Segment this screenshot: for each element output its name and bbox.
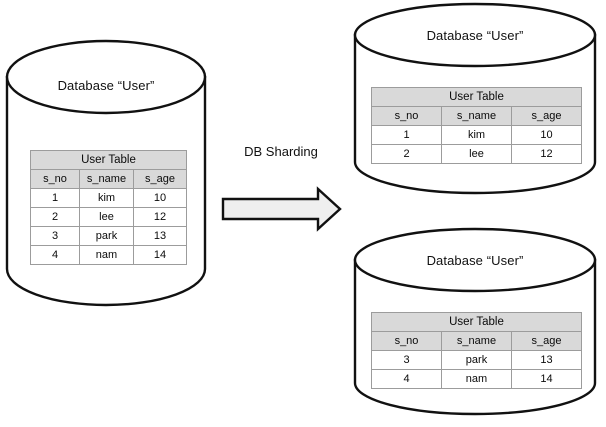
cell-s-name: park: [79, 226, 134, 246]
cell-s-name: nam: [441, 369, 512, 389]
cell-s-no: 4: [30, 245, 80, 265]
cell-s-name: lee: [441, 144, 512, 164]
source-database-table: User Table s_no s_name s_age 1 kim 10 2 …: [29, 150, 188, 265]
column-header-s-name: s_name: [79, 169, 134, 189]
table-title: User Table: [370, 87, 583, 107]
cell-s-no: 2: [30, 207, 80, 227]
table-title: User Table: [370, 312, 583, 332]
table-header-row: s_no s_name s_age: [371, 106, 583, 126]
source-database-label: Database “User”: [57, 78, 155, 93]
cell-s-no: 4: [371, 369, 442, 389]
table-row: 3 park 13: [371, 350, 583, 370]
table-row: 2 lee 12: [371, 144, 583, 164]
cell-s-age: 10: [132, 188, 188, 208]
table-row: 1 kim 10: [371, 125, 583, 145]
table-row: 3 park 13: [30, 226, 188, 246]
table-title-row: User Table: [370, 87, 583, 107]
db-sharding-label: DB Sharding: [244, 144, 318, 159]
cell-s-age: 12: [132, 207, 188, 227]
shard-top-database-label: Database “User”: [426, 28, 524, 43]
column-header-s-age: s_age: [132, 169, 188, 189]
cell-s-age: 13: [510, 350, 583, 370]
cylinder-top-ellipse: [353, 2, 597, 68]
cell-s-name: kim: [79, 188, 134, 208]
column-header-s-no: s_no: [371, 331, 442, 351]
right-arrow-icon: [221, 186, 342, 232]
cell-s-no: 3: [30, 226, 80, 246]
cell-s-age: 14: [510, 369, 583, 389]
arrow-shape: [221, 186, 342, 232]
column-header-s-name: s_name: [441, 331, 512, 351]
table-title-row: User Table: [29, 150, 188, 170]
table-header-row: s_no s_name s_age: [371, 331, 583, 351]
cell-s-name: kim: [441, 125, 512, 145]
column-header-s-age: s_age: [510, 106, 583, 126]
cell-s-age: 13: [132, 226, 188, 246]
table-row: 4 nam 14: [371, 369, 583, 389]
shard-top-database-table: User Table s_no s_name s_age 1 kim 10 2 …: [370, 87, 583, 164]
table-title: User Table: [29, 150, 188, 170]
cylinder-top-ellipse: [5, 39, 207, 115]
cell-s-no: 1: [30, 188, 80, 208]
cell-s-no: 2: [371, 144, 442, 164]
cell-s-name: park: [441, 350, 512, 370]
cell-s-name: nam: [79, 245, 134, 265]
column-header-s-no: s_no: [30, 169, 80, 189]
table-header-row: s_no s_name s_age: [30, 169, 188, 189]
cell-s-name: lee: [79, 207, 134, 227]
column-header-s-name: s_name: [441, 106, 512, 126]
table-row: 4 nam 14: [30, 245, 188, 265]
shard-bottom-database-label: Database “User”: [426, 253, 524, 268]
cell-s-age: 14: [132, 245, 188, 265]
table-row: 2 lee 12: [30, 207, 188, 227]
cell-s-no: 1: [371, 125, 442, 145]
column-header-s-no: s_no: [371, 106, 442, 126]
table-row: 1 kim 10: [30, 188, 188, 208]
cylinder-top-ellipse: [353, 227, 597, 293]
shard-bottom-database-table: User Table s_no s_name s_age 3 park 13 4…: [370, 312, 583, 389]
cell-s-no: 3: [371, 350, 442, 370]
cell-s-age: 10: [510, 125, 583, 145]
cell-s-age: 12: [510, 144, 583, 164]
column-header-s-age: s_age: [510, 331, 583, 351]
table-title-row: User Table: [370, 312, 583, 332]
